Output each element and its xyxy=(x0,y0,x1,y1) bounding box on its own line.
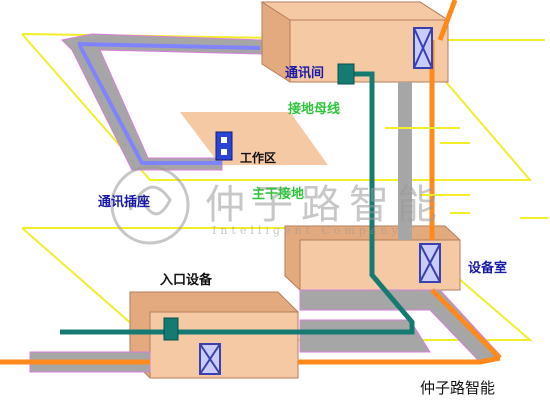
upper-conduit xyxy=(60,33,263,171)
ground-terminal-icon xyxy=(163,317,179,341)
cross-connect-box-icon xyxy=(413,27,433,69)
ground-bus-conductor xyxy=(60,71,415,335)
watermark-english: Intelligent Company xyxy=(212,224,402,237)
wall-outlet-icon xyxy=(215,131,233,161)
orange-riser-cable xyxy=(429,0,502,360)
watermark-chinese: 仲子路智能 xyxy=(205,182,445,228)
main-ground-label: 主干接地 xyxy=(252,186,304,202)
middle-floor-outline xyxy=(21,227,533,341)
watermark: 仲子路智能 Intelligent Company xyxy=(110,165,445,245)
cross-connect-box-icon xyxy=(419,243,441,283)
ground-terminal-icon xyxy=(337,63,355,85)
cable-arrows xyxy=(385,127,548,219)
swirl-logo-icon xyxy=(110,165,190,245)
work-area-label: 工作区 xyxy=(240,150,276,165)
cross-connect-box-icon xyxy=(199,343,221,375)
comm-outlet-label: 通讯插座 xyxy=(98,194,150,210)
equipment-room-label: 设备室 xyxy=(468,260,507,276)
ground-busbar-label: 接地母线 xyxy=(288,101,340,117)
brand-label: 仲子路智能 xyxy=(420,379,495,397)
comm-room-label: 通讯间 xyxy=(285,65,324,81)
incoming-service-conduit xyxy=(0,351,501,373)
entrance-equipment-label: 入口设备 xyxy=(160,272,213,288)
